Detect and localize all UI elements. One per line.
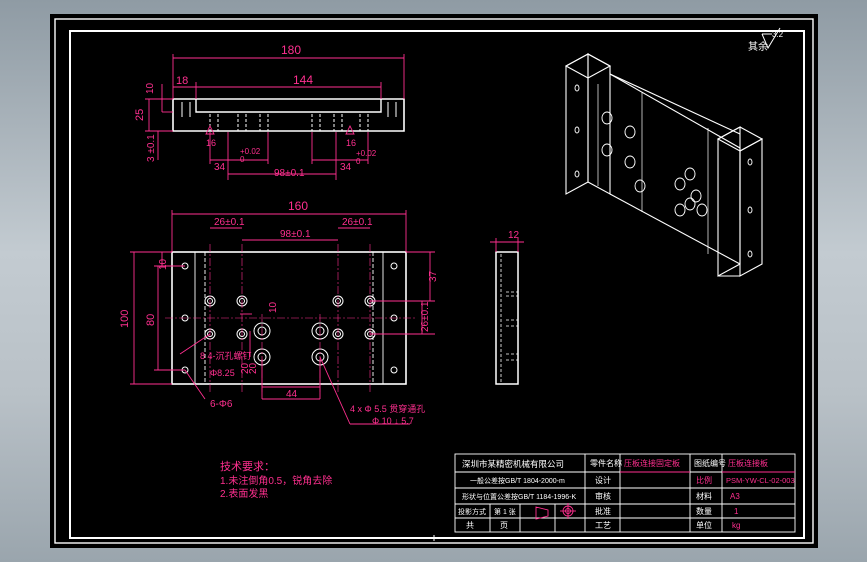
title-drawing-label: 图纸编号 bbox=[694, 458, 726, 468]
side-dim-0: 12 bbox=[508, 230, 520, 241]
tech-note-1: 1.未注倒角0.5，锐角去除 bbox=[220, 474, 332, 487]
title-block: 深圳市某精密机械有限公司 一般公差按GB/T 1804-2000-m 形状与位置… bbox=[454, 453, 796, 533]
roughness-symbol-icon bbox=[761, 27, 781, 50]
title-bottom-1: 页 bbox=[500, 521, 508, 530]
front-dim-10: +0.02 bbox=[356, 149, 377, 158]
front-view-outline bbox=[172, 98, 405, 132]
title-qty: 1 bbox=[734, 507, 739, 516]
title-drawing-name: 压板连接板 bbox=[728, 458, 768, 468]
title-unit-label: 单位 bbox=[696, 520, 712, 530]
top-dim-8: 37 bbox=[428, 270, 439, 282]
top-dim-4: 10 bbox=[158, 258, 169, 270]
title-material: A3 bbox=[730, 492, 740, 501]
tech-notes: 技术要求： 1.未注倒角0.5，锐角去除 2.表面发黑 bbox=[220, 460, 332, 500]
engineering-drawing: 其余 3.2 bbox=[54, 18, 814, 544]
top-dim-11: 20 bbox=[248, 362, 259, 374]
front-dim-4: 25 bbox=[134, 109, 146, 121]
top-dim-10: 20 bbox=[240, 362, 251, 374]
side-view-outline bbox=[495, 251, 519, 385]
top-dim-1: 26±0.1 bbox=[214, 217, 245, 228]
front-dim-1: 10 bbox=[145, 82, 156, 94]
top-dim-0: 160 bbox=[288, 199, 308, 213]
top-dim-5: 100 bbox=[119, 310, 131, 328]
front-dim-3: 144 bbox=[293, 73, 313, 87]
title-part-name: 压板连接固定板 bbox=[624, 458, 680, 468]
tech-notes-title: 技术要求： bbox=[220, 460, 275, 473]
outer-frame bbox=[54, 18, 814, 544]
title-unit: kg bbox=[732, 521, 740, 530]
title-company: 深圳市某精密机械有限公司 bbox=[462, 459, 564, 469]
callout-line-2: Φ 10 ↓ 5.7 bbox=[372, 416, 414, 426]
top-view: 160 26±0.1 98±0.1 26±0.1 10 100 80 10 37… bbox=[119, 199, 439, 426]
title-cell-3: 工艺 bbox=[595, 521, 611, 530]
top-dim-6: 80 bbox=[145, 314, 157, 326]
top-dim-12: 44 bbox=[286, 389, 298, 400]
title-part-label: 零件名称 bbox=[590, 458, 622, 468]
title-std1: 一般公差按GB/T 1804-2000-m bbox=[470, 476, 565, 485]
top-dim-7: 10 bbox=[268, 301, 279, 313]
cad-viewport[interactable]: 其余 3.2 bbox=[50, 14, 818, 548]
front-dim-2: 18 bbox=[176, 75, 188, 87]
title-scale-label: 比例 bbox=[696, 475, 712, 485]
top-dim-13: 8 4-沉孔螺钉 bbox=[200, 351, 252, 361]
roughness-label: 其余 bbox=[748, 40, 768, 53]
front-dim-13: 34 bbox=[340, 162, 352, 173]
front-dim-6: 16 bbox=[346, 138, 356, 148]
title-material-label: 材料 bbox=[696, 491, 712, 501]
title-bottom-0: 共 bbox=[466, 521, 474, 530]
title-std2: 形状与位置公差按GB/T 1184-1996-K bbox=[462, 492, 576, 501]
title-qty-label: 数量 bbox=[696, 506, 712, 516]
front-dim-9: 0 bbox=[240, 155, 245, 164]
callout-line-1: 4 x Φ 5.5 贯穿通孔 bbox=[350, 403, 425, 414]
tech-note-2: 2.表面发黑 bbox=[220, 487, 268, 500]
front-view: 180 10 18 144 25 16 16 3 ±0.1 +0.02 0 +0… bbox=[134, 43, 405, 180]
front-dim-5: 16 bbox=[206, 138, 216, 148]
front-dim-8: +0.02 bbox=[240, 147, 261, 156]
title-cell-2: 批准 bbox=[595, 506, 611, 516]
top-dim-2: 98±0.1 bbox=[280, 229, 311, 240]
front-dim-7: 3 ±0.1 bbox=[146, 134, 157, 162]
title-drawing-no: PSM-YW-CL-02-003 bbox=[726, 476, 795, 485]
front-dim-12: 34 bbox=[214, 162, 226, 173]
side-view: 12 bbox=[490, 230, 524, 385]
top-dim-15: 6-Φ6 bbox=[210, 399, 233, 410]
top-dim-3: 26±0.1 bbox=[342, 217, 373, 228]
front-dim-0: 180 bbox=[281, 43, 301, 57]
inner-frame bbox=[69, 30, 805, 539]
roughness-value: 3.2 bbox=[772, 30, 784, 39]
projection-symbol-icon bbox=[535, 503, 576, 520]
title-cell-0: 设计 bbox=[595, 475, 611, 485]
title-page: 第 1 张 bbox=[494, 507, 516, 516]
front-dim-14: 98±0.1 bbox=[274, 168, 305, 179]
title-cell-1: 审核 bbox=[595, 491, 611, 501]
front-dim-11: 0 bbox=[356, 157, 361, 166]
isometric-view bbox=[564, 53, 764, 277]
top-dim-9: 26±0.1 bbox=[420, 301, 431, 332]
top-dim-14: Φ8.25 bbox=[210, 368, 235, 378]
title-proj-label: 投影方式 bbox=[458, 507, 486, 516]
